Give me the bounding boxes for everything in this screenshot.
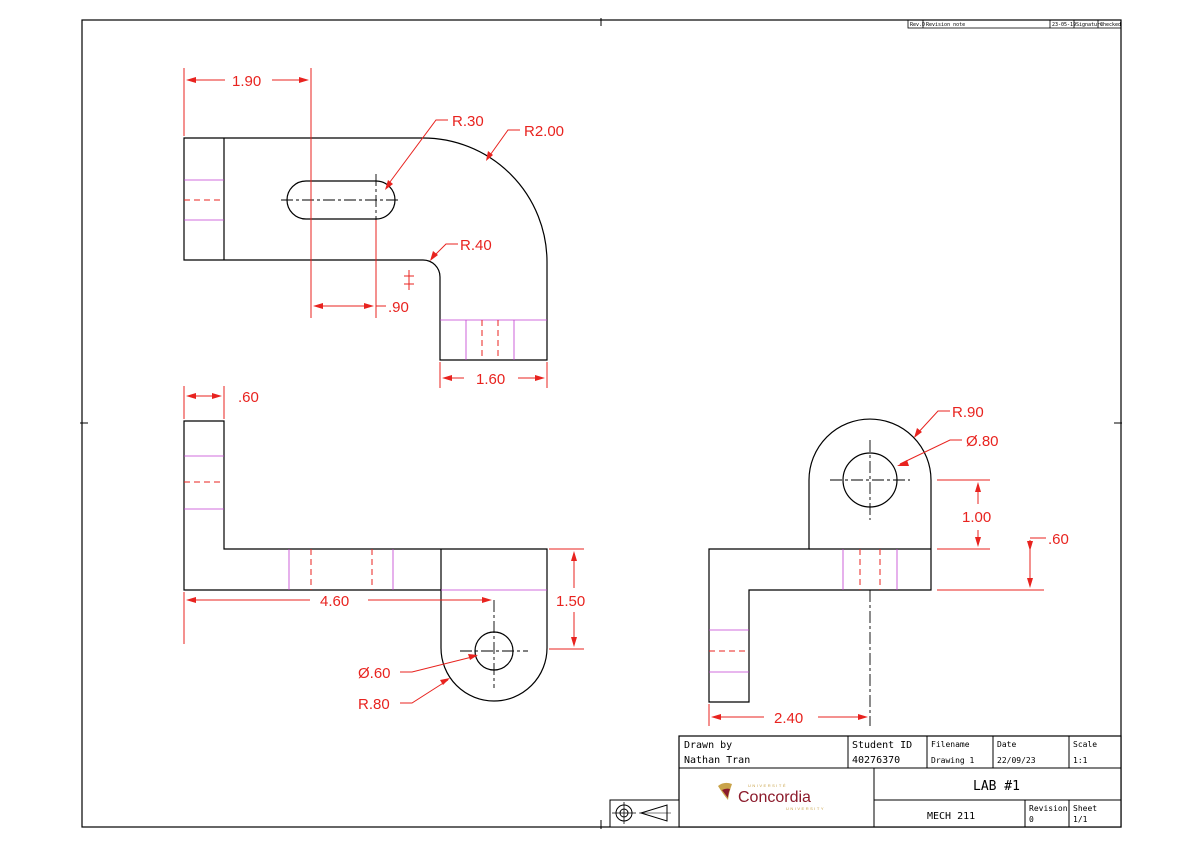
student-id-value: 40276370	[852, 755, 900, 766]
concordia-logo: UNIVERSITÉ Concordia UNIVERSITY	[718, 782, 825, 811]
strip-field-a: Rev.D	[910, 22, 925, 28]
date-label: Date	[997, 740, 1016, 749]
scale-value: 1:1	[1073, 756, 1088, 765]
logo-bottom-text: UNIVERSITY	[786, 806, 825, 811]
drawing-title: LAB #1	[973, 779, 1020, 794]
dim-hole-dia-front: Ø.60	[358, 665, 391, 682]
strip-field-d: Signature	[1076, 22, 1103, 28]
dim-side-width: 2.40	[774, 710, 803, 727]
dim-center-height: 1.00	[962, 509, 991, 526]
date-value: 22/09/23	[997, 756, 1036, 765]
sheet-value: 1/1	[1073, 815, 1088, 824]
student-id-label: Student ID	[852, 740, 912, 751]
side-view: R.90 Ø.80 1.00 .60 2.40	[708, 404, 1069, 727]
logo-name: Concordia	[738, 789, 811, 806]
revision-label: Revision	[1029, 804, 1068, 813]
sheet-border	[81, 19, 1122, 828]
revision-strip: Rev.D Revision note 23-05-19 Signature C…	[907, 19, 1122, 29]
filename-label: Filename	[931, 740, 970, 749]
sheet-label: Sheet	[1073, 804, 1097, 813]
dim-boss-radius-side: R.90	[952, 404, 984, 421]
drawn-by-value: Nathan Tran	[684, 755, 750, 766]
dim-inner-radius: R.40	[460, 237, 492, 254]
scale-label: Scale	[1073, 740, 1097, 749]
projection-symbol	[609, 799, 680, 828]
dim-top-width: 1.90	[232, 73, 261, 90]
front-view: .60 4.60 1.50 Ø.60 R.80	[183, 386, 585, 713]
filename-value: Drawing 1	[931, 756, 975, 765]
revision-value: 0	[1029, 815, 1034, 824]
dim-hole-dia-side: Ø.80	[966, 433, 999, 450]
title-block: Drawn by Nathan Tran Student ID 40276370…	[678, 735, 1122, 828]
dim-length: 4.60	[320, 593, 349, 610]
dim-boss-radius-front: R.80	[358, 696, 390, 713]
logo-top-text: UNIVERSITÉ	[748, 783, 787, 788]
drawn-by-label: Drawn by	[684, 740, 732, 751]
dim-outer-radius: R2.00	[524, 123, 564, 140]
dim-base-thickness: .60	[1048, 531, 1069, 548]
strip-field-c: 23-05-19	[1052, 22, 1076, 28]
dim-slot-radius: R.30	[452, 113, 484, 130]
top-view: 1.90 R.30 R2.00 R.40 .90 1.60	[183, 68, 564, 388]
strip-field-e: Checked	[1100, 22, 1121, 28]
strip-field-b: Revision note	[926, 22, 965, 28]
dim-tab-width: 1.60	[476, 371, 505, 388]
dim-height: 1.50	[556, 593, 585, 610]
dim-left-thickness: .60	[238, 389, 259, 406]
dim-slot-length: .90	[388, 299, 409, 316]
course-code: MECH 211	[927, 811, 975, 822]
